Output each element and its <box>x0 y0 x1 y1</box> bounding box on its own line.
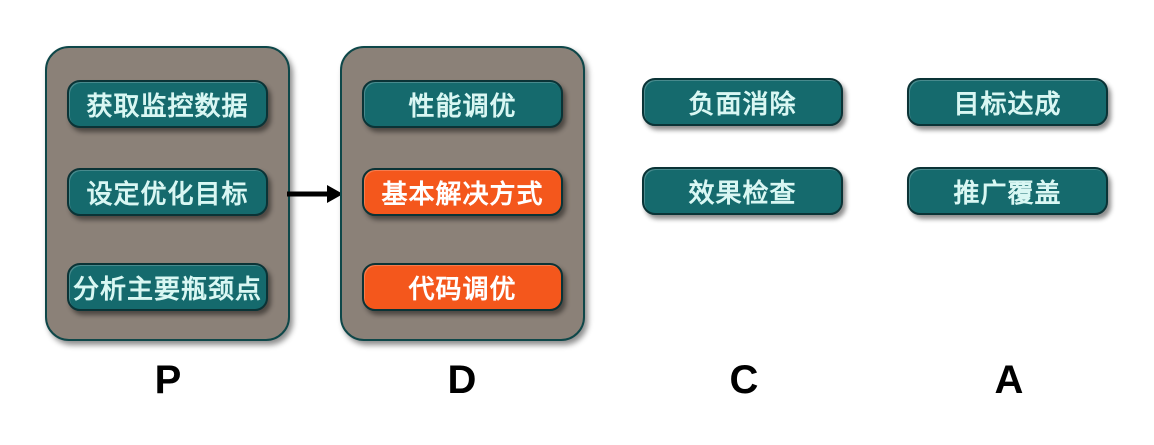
step-shape-code-tuning: 代码调优 <box>362 263 563 311</box>
plan-group-container: 获取监控数据 设定优化目标 分析主要瓶颈点 <box>45 46 290 341</box>
column-label-d: D <box>447 358 477 402</box>
do-group-container: 性能调优 基本解决方式 代码调优 <box>340 46 585 341</box>
step-shape-set-optimization-goal: 设定优化目标 <box>67 168 268 216</box>
step-shape-get-monitoring-data: 获取监控数据 <box>67 80 268 128</box>
step-shape-effect-check: 效果检查 <box>642 167 843 215</box>
step-shape-basic-solution: 基本解决方式 <box>362 168 563 216</box>
column-label-p: P <box>154 358 182 402</box>
step-shape-promotion-coverage: 推广覆盖 <box>907 167 1108 215</box>
step-shape-analyze-bottleneck: 分析主要瓶颈点 <box>67 263 268 311</box>
column-label-c: C <box>729 358 759 402</box>
step-shape-performance-tuning: 性能调优 <box>362 80 563 128</box>
step-shape-goal-achieved: 目标达成 <box>907 78 1108 126</box>
step-shape-negative-elimination: 负面消除 <box>642 78 843 126</box>
right-arrow-connector <box>287 185 343 203</box>
column-label-a: A <box>994 358 1024 402</box>
